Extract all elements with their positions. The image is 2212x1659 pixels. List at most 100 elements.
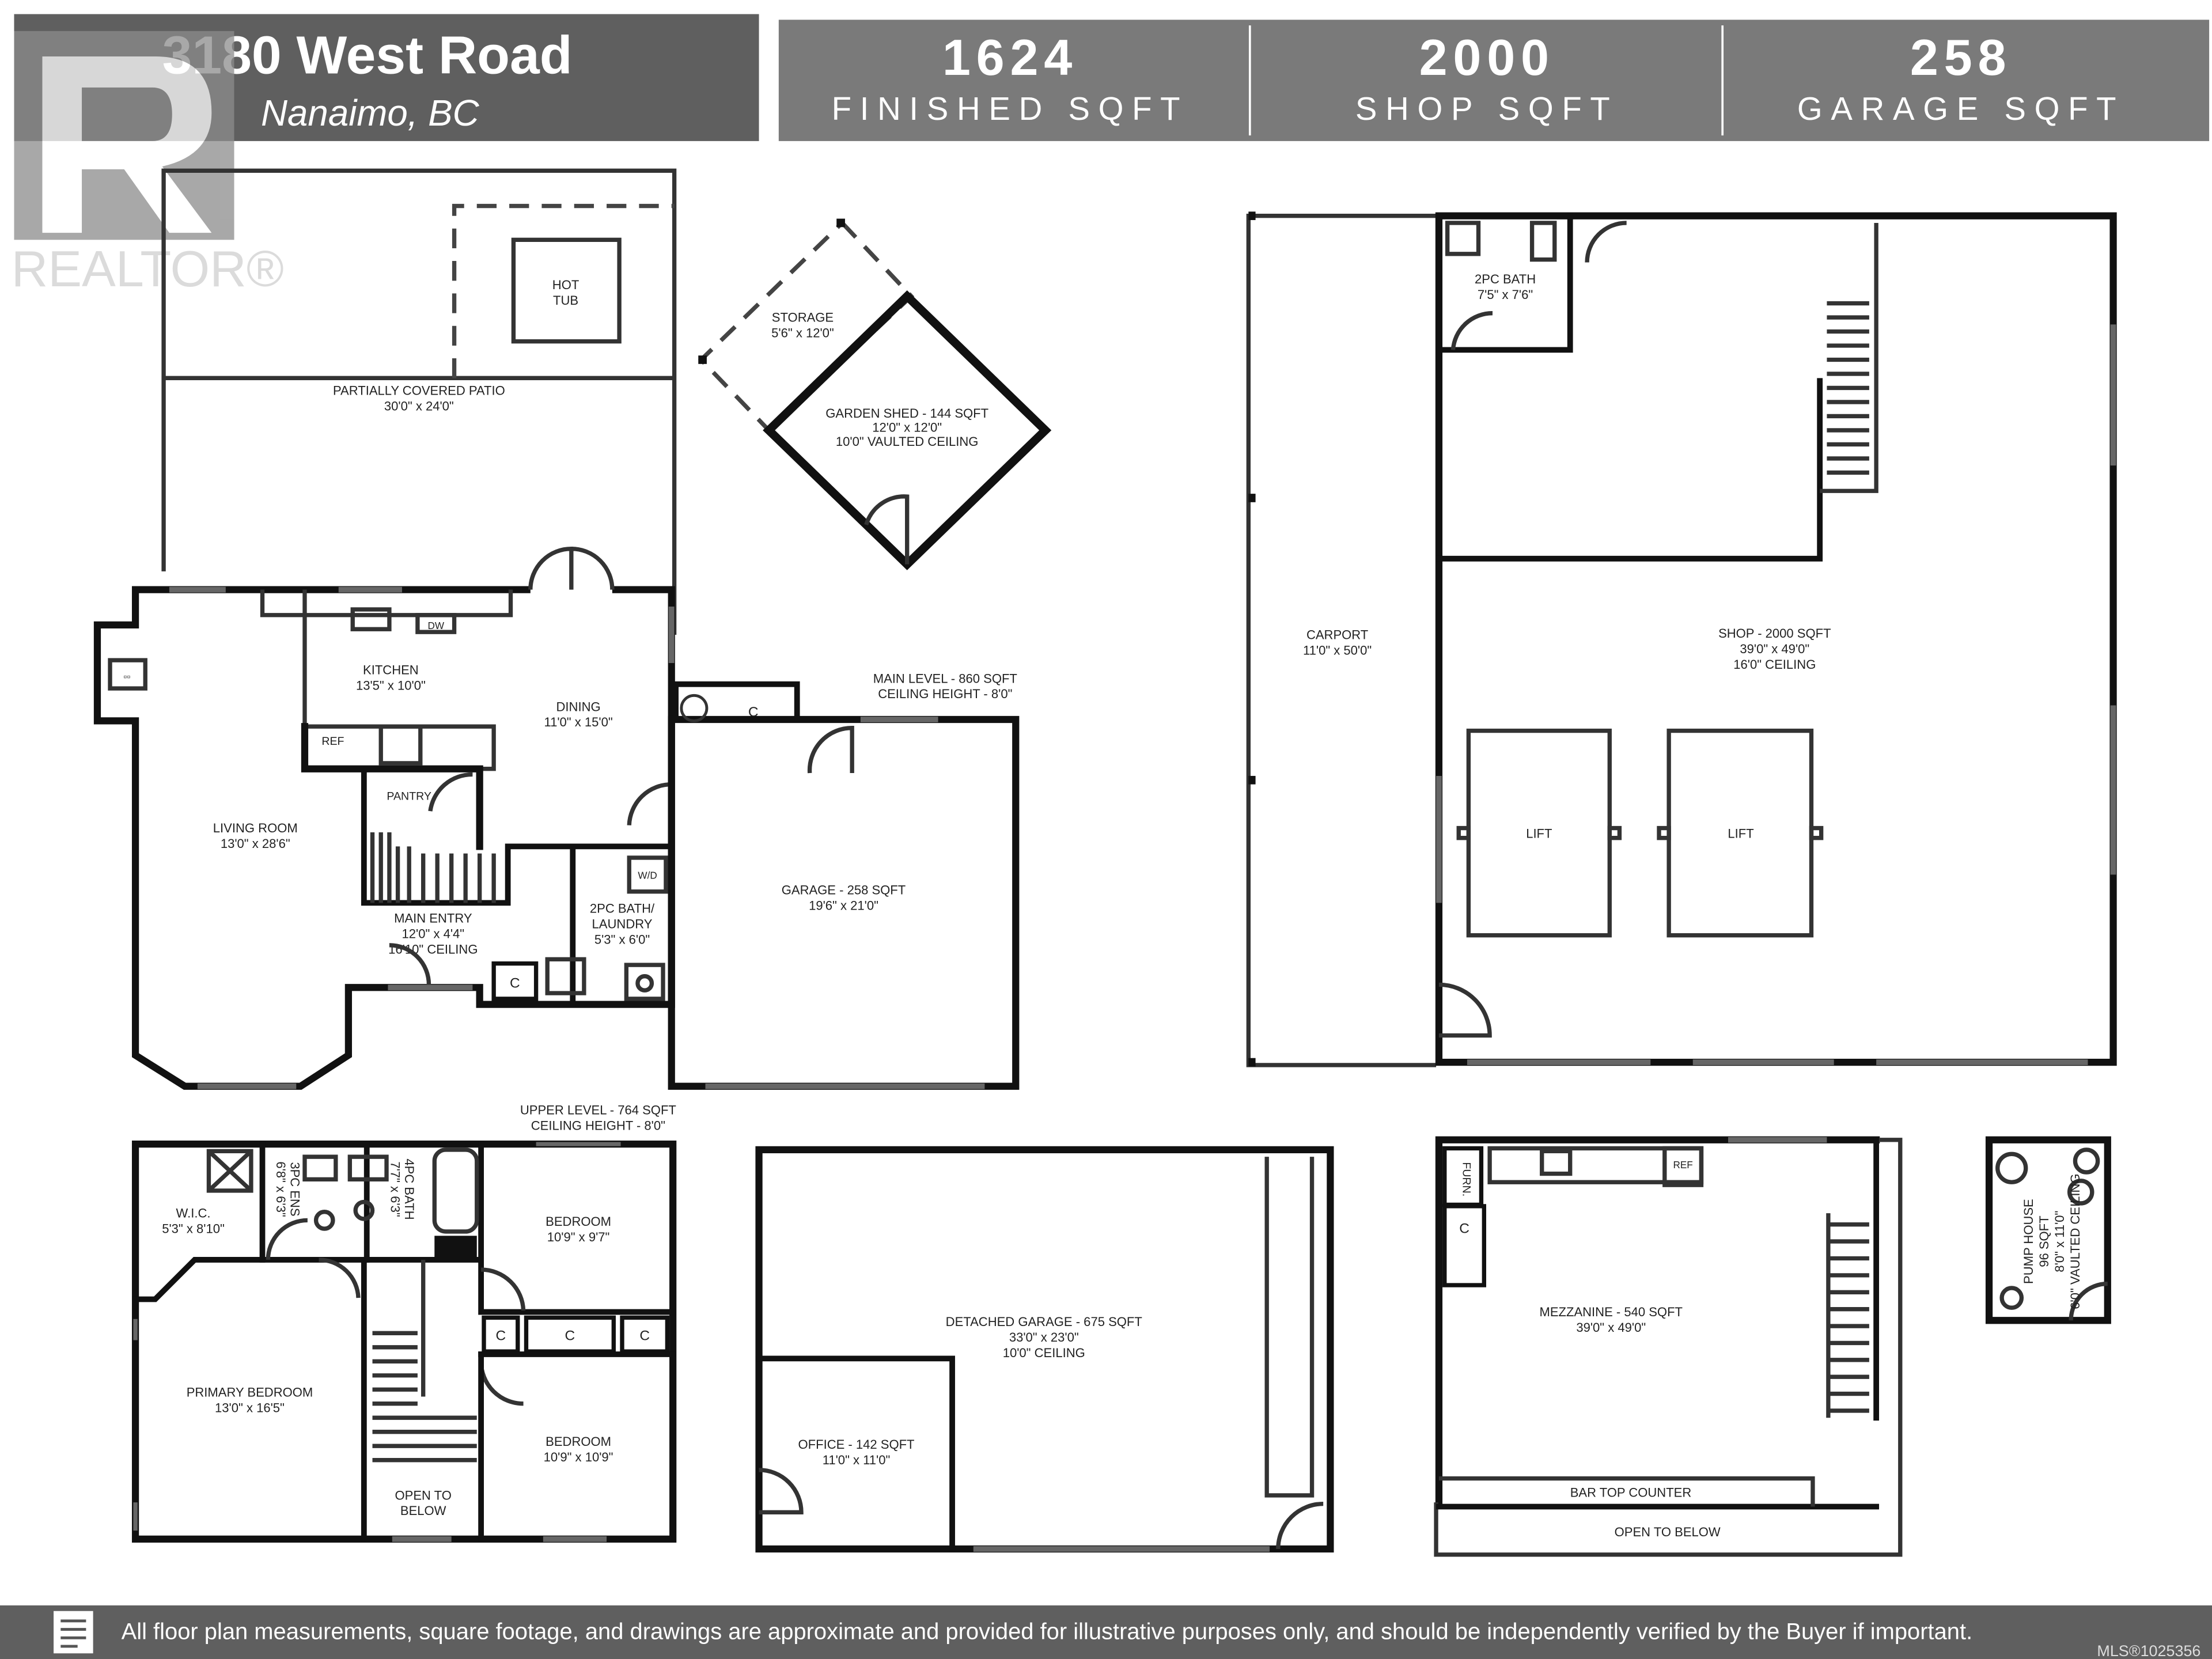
rooms-bedroom2-dim-label: 10'9" x 10'9": [544, 1450, 613, 1464]
rooms-detached_garage-dim-label: 33'0" x 23'0": [1009, 1330, 1079, 1344]
main-level: MAIN LEVEL - 860 SQFT CEILING HEIGHT - 8…: [93, 546, 1020, 1090]
document-icon: [54, 1611, 93, 1654]
rooms-mezzanine-name-label: MEZZANINE - 540 SQFT: [1539, 1305, 1683, 1319]
rooms-open_below_upper-l1-label: OPEN TO: [395, 1488, 452, 1502]
rooms-hot_tub-l1-label: HOT: [552, 278, 579, 292]
svg-text:▫▫: ▫▫: [123, 671, 130, 682]
rooms-office-dim-label: 11'0" x 11'0": [823, 1453, 891, 1467]
rooms-wic-name-label: W.I.C.: [176, 1206, 211, 1220]
fixtures-dw-label: DW: [427, 620, 444, 631]
rooms-bedroom2-name-label: BEDROOM: [546, 1434, 611, 1449]
mezzanine: FURN. C REF MEZZANINE - 540 SQFT 39'0" x…: [1434, 1136, 1903, 1557]
rooms-pantry-name-label: PANTRY: [387, 790, 431, 803]
rooms-main_entry-ceiling-label: 16'10" CEILING: [388, 942, 478, 957]
rooms-bedroom1-name-label: BEDROOM: [546, 1214, 611, 1229]
rooms-garden_shed-dim-label: 12'0" x 12'0": [872, 420, 942, 434]
shop-building: CARPORT 11'0" x 50'0" 2PC BATH 7'5" x 7'…: [1246, 211, 2117, 1067]
rooms-living-name-label: LIVING ROOM: [213, 821, 298, 835]
rooms-bath4-dim-label: 7'7" x 6'3": [388, 1161, 402, 1217]
fixtures-closet-label: C: [510, 975, 520, 991]
rooms-primary-dim-label: 13'0" x 16'5": [215, 1400, 285, 1415]
rooms-storage-name-label: STORAGE: [772, 310, 834, 324]
fixtures-furn-label: FURN.: [1460, 1162, 1473, 1196]
rooms-bath_laundry-dim-label: 5'3" x 6'0": [594, 932, 650, 946]
rooms-shop-dim-label: 39'0" x 49'0": [1740, 642, 1809, 656]
rooms-open_below_mezz-name-label: OPEN TO BELOW: [1615, 1525, 1721, 1539]
disclaimer-text: All floor plan measurements, square foot…: [122, 1619, 1973, 1645]
rooms-pump_house-ceiling-label: 6'0" VAULTED CEILING: [2068, 1173, 2082, 1309]
rooms-shop_bath-dim-label: 7'5" x 7'6": [1478, 287, 1533, 302]
rooms-dining-dim-label: 11'0" x 15'0": [544, 715, 612, 729]
rooms-ens-dim-label: 6'8" x 6'3": [274, 1161, 288, 1217]
rooms-garden_shed-name-label: GARDEN SHED - 144 SQFT: [825, 406, 988, 421]
garage-sqft-label: GARAGE SQFT: [1797, 90, 2124, 127]
rooms-office-name-label: OFFICE - 142 SQFT: [798, 1437, 915, 1452]
rooms-ens-name-label: 3PC ENS: [287, 1162, 302, 1216]
mls-number: MLS®1025356: [2097, 1642, 2200, 1659]
footer: All floor plan measurements, square foot…: [0, 1605, 2212, 1659]
stats-banner: [778, 20, 2210, 141]
detached-garage: DETACHED GARAGE - 675 SQFT 33'0" x 23'0"…: [755, 1146, 1334, 1553]
fixtures-ref-label: REF: [321, 735, 344, 748]
fixtures-closet-label: C: [748, 704, 759, 720]
rooms-main_entry-dim-label: 12'0" x 4'4": [402, 927, 465, 941]
hot-tub: [511, 237, 622, 344]
rooms-mezzanine-dim-label: 39'0" x 49'0": [1576, 1320, 1646, 1335]
finished-sqft-label: FINISHED SQFT: [832, 90, 1189, 127]
rooms-carport-dim-label: 11'0" x 50'0": [1303, 643, 1372, 657]
rooms-shop-name-label: SHOP - 2000 SQFT: [1718, 626, 1831, 641]
rooms-shop-ceiling-label: 16'0" CEILING: [1733, 657, 1816, 672]
rooms-bar_counter-name-label: BAR TOP COUNTER: [1570, 1485, 1692, 1499]
shop-sqft-value: 2000: [1419, 29, 1555, 86]
main-level-ceiling: CEILING HEIGHT - 8'0": [878, 687, 1012, 701]
finished-sqft-value: 1624: [942, 29, 1078, 86]
header: 3180 West Road Nanaimo, BC 1624 FINISHED…: [14, 14, 2210, 141]
rooms-carport-name-label: CARPORT: [1306, 627, 1368, 642]
rooms-living-dim-label: 13'0" x 28'6": [221, 836, 290, 851]
garage-sqft-value: 258: [1910, 29, 2012, 86]
realtor-text: REALTOR®: [12, 240, 284, 297]
rooms-dining-name-label: DINING: [556, 699, 601, 714]
rooms-shop_bath-name-label: 2PC BATH: [1475, 272, 1536, 286]
rooms-primary-name-label: PRIMARY BEDROOM: [187, 1385, 313, 1399]
rooms-bath_laundry-l2-label: LAUNDRY: [592, 916, 653, 931]
fixtures-wd-label: W/D: [638, 870, 657, 881]
upper-level-ceiling: CEILING HEIGHT - 8'0": [531, 1119, 665, 1133]
fixtures-ref-label: REF: [1673, 1159, 1693, 1171]
rooms-open_below_upper-l2-label: BELOW: [400, 1503, 446, 1518]
rooms-pump_house-name-label: PUMP HOUSE: [2021, 1199, 2036, 1284]
rooms-pump_house-sqft-label: 96 SQFT: [2037, 1215, 2051, 1267]
rooms-hot_tub-l2-label: TUB: [553, 293, 578, 308]
rooms-detached_garage-ceiling-label: 10'0" CEILING: [1003, 1346, 1085, 1360]
rooms-pump_house-dim-label: 8'0" x 11'0": [2052, 1211, 2067, 1272]
rooms-garage-name-label: GARAGE - 258 SQFT: [782, 883, 906, 897]
garden-shed: STORAGE 5'6" x 12'0" GARDEN SHED - 144 S…: [698, 218, 1052, 570]
patio-dim: 30'0" x 24'0": [384, 399, 454, 414]
realtor-logo: REALTOR®: [12, 31, 284, 297]
fixtures-closet-label: C: [1459, 1221, 1469, 1236]
upper-level: UPPER LEVEL - 764 SQFT CEILING HEIGHT - …: [131, 1103, 677, 1543]
rooms-bath4-name-label: 4PC BATH: [402, 1158, 416, 1219]
rooms-main_entry-name-label: MAIN ENTRY: [394, 911, 472, 926]
fixtures-closet-label: C: [639, 1328, 650, 1344]
patio-label: PARTIALLY COVERED PATIO: [333, 384, 505, 398]
shop-sqft-label: SHOP SQFT: [1355, 90, 1619, 127]
pump-house: PUMP HOUSE 96 SQFT 8'0" x 11'0" 6'0" VAU…: [1985, 1136, 2111, 1324]
fixtures-lift-label: LIFT: [1526, 827, 1552, 841]
rooms-garage-dim-label: 19'6" x 21'0": [809, 899, 878, 913]
rooms-kitchen-dim-label: 13'5" x 10'0": [356, 679, 426, 693]
rooms-kitchen-name-label: KITCHEN: [363, 663, 419, 677]
rooms-bedroom1-dim-label: 10'9" x 9'7": [547, 1230, 610, 1244]
upper-level-title: UPPER LEVEL - 764 SQFT: [520, 1103, 676, 1118]
rooms-garden_shed-ceiling-label: 10'0" VAULTED CEILING: [836, 434, 979, 449]
patio-area: HOT TUB PARTIALLY COVERED PATIO 30'0" x …: [161, 168, 677, 635]
fixtures-lift-label: LIFT: [1728, 827, 1753, 841]
rooms-bath_laundry-l1-label: 2PC BATH/: [590, 901, 655, 915]
fixtures-closet-label: C: [565, 1328, 575, 1344]
city-subtitle: Nanaimo, BC: [261, 93, 480, 134]
rooms-storage-dim-label: 5'6" x 12'0": [771, 325, 834, 340]
main-level-title: MAIN LEVEL - 860 SQFT: [873, 671, 1017, 685]
fixtures-closet-label: C: [496, 1328, 506, 1344]
rooms-detached_garage-name-label: DETACHED GARAGE - 675 SQFT: [946, 1315, 1142, 1329]
